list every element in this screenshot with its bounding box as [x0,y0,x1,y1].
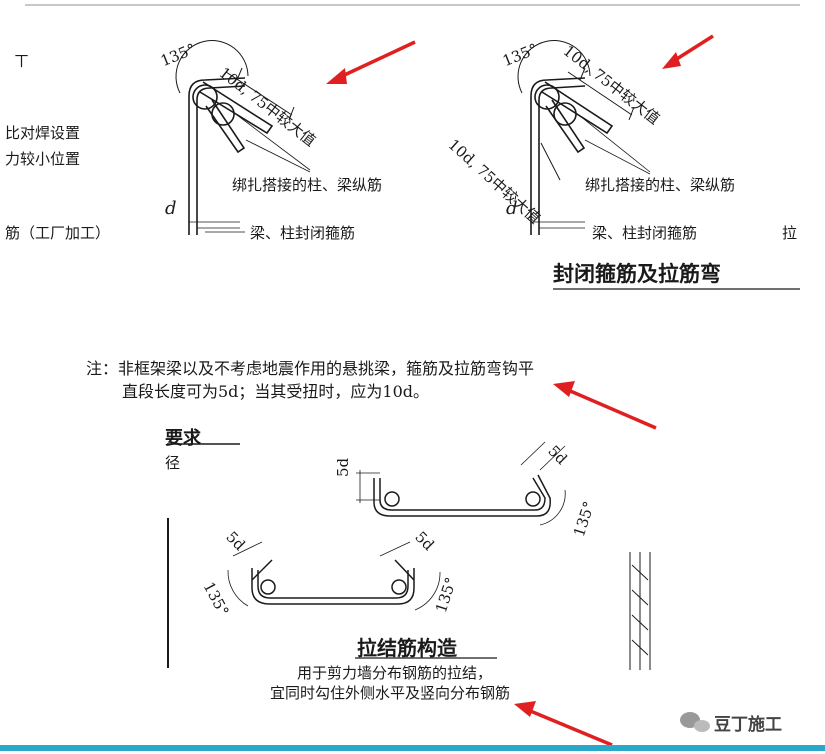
stirrup-hook-right [517,40,651,235]
tie-desc-line-1: 用于剪力墙分布钢筋的拉结， [297,664,493,682]
top-rule [25,4,800,6]
note-line-1: 注：非框架梁以及不考虑地震作用的悬挑梁，箍筋及拉筋弯钩平 [86,359,535,378]
left-rebar-label: 绑扎搭接的柱、梁纵筋 [232,176,383,194]
red-arrow-top-right [662,34,714,69]
bottom-accent-bar [0,745,825,751]
partial-subtitle: 径 [165,454,181,472]
right-rebar-label: 绑扎搭接的柱、梁纵筋 [585,176,736,194]
watermark: 豆丁施工 [714,715,782,735]
red-arrow-top-left [326,40,416,84]
section-title: 封闭箍筋及拉筋弯 [553,261,721,286]
stirrup-hook-left [175,40,311,235]
cut-label-4: 筋（工厂加工） [5,224,111,242]
red-arrow-note [553,381,657,430]
tie-upper-5d-vertical: 5d [334,457,352,477]
right-edge-wall [629,552,651,670]
left-d-label: d [165,198,177,219]
tie-bar-lower [227,541,441,611]
cut-label-3: 力较小位置 [5,150,81,168]
red-arrow-bottom [514,701,613,747]
right-stirrup-label: 梁、柱封闭箍筋 [592,224,698,242]
right-d-label: d [506,198,518,219]
tie-bar-upper [356,441,566,526]
tie-title: 拉结筋构造 [357,636,457,660]
cut-label-1: ㄒ [14,52,30,70]
left-stirrup-label: 梁、柱封闭箍筋 [250,224,356,242]
wechat-logo-icon [680,712,710,732]
tie-desc-line-2: 宜同时勾住外侧水平及竖向分布钢筋 [270,684,511,702]
right-edge-label: 拉 [782,224,798,242]
partial-title: 要求 [165,428,201,449]
note-line-2: 直段长度可为5d；当其受扭时，应为10d。 [122,382,430,401]
cut-label-2: 比对焊设置 [5,124,81,142]
